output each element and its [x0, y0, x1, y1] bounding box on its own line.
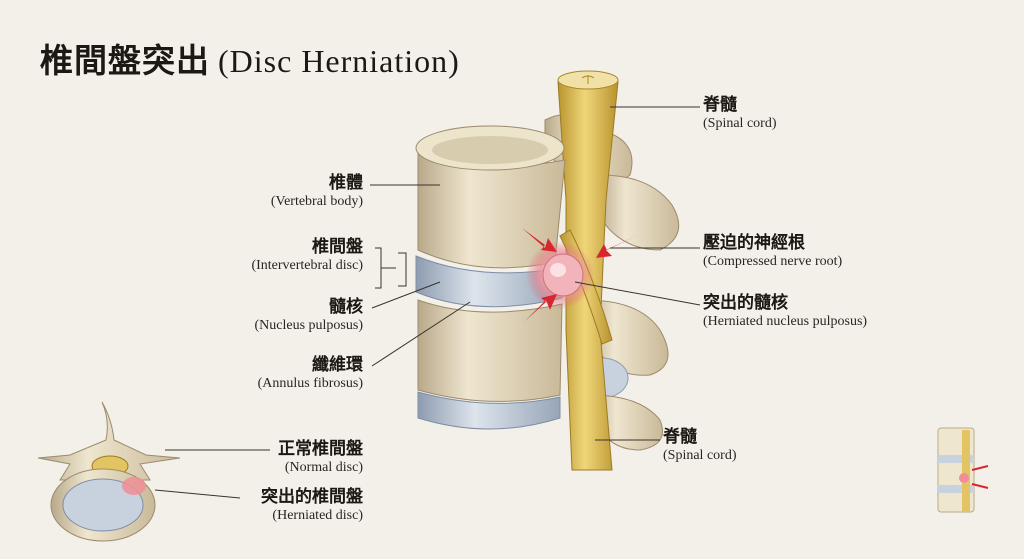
label-text-zh: 髓核 [329, 297, 363, 317]
page-title: 椎間盤突出(Disc Herniation) [40, 34, 460, 82]
label-text-zh: 正常椎間盤 [278, 439, 363, 459]
arrow-icon [524, 294, 557, 322]
label-text-zh: 突出的髓核 [703, 293, 788, 313]
axial-vertebra-inset [37, 401, 181, 542]
label-normal-disc: 正常椎間盤 (Normal disc) [278, 439, 363, 476]
label-spinal-cord-bottom: 脊髓 (Spinal cord) [663, 427, 737, 464]
label-text-en: (Nucleus pulposus) [254, 317, 364, 333]
vertebral-body-upper [415, 125, 566, 269]
label-text-zh: 椎間盤 [312, 237, 363, 257]
label-annulus-fibrosus: 纖維環 (Annulus fibrosus) [257, 355, 363, 392]
label-text-en: (Herniated disc) [272, 507, 363, 523]
title-chinese: 椎間盤突出 [40, 41, 210, 80]
label-text-en: (Normal disc) [284, 459, 363, 475]
label-spinal-cord-top: 脊髓 (Spinal cord) [703, 95, 777, 132]
compression-arrows [522, 228, 638, 322]
arrow-icon [596, 235, 638, 258]
label-herniated-disc: 突出的椎間盤 (Herniated disc) [261, 487, 363, 524]
label-text-zh: 脊髓 [663, 427, 697, 447]
label-text-zh: 椎體 [329, 173, 363, 193]
label-intervertebral-disc: 椎間盤 (Intervertebral disc) [251, 237, 363, 274]
label-text-en: (Annulus fibrosus) [257, 375, 363, 391]
label-text-en: (Compressed nerve root) [703, 253, 843, 269]
label-text-zh: 纖維環 [312, 355, 363, 375]
label-nucleus-pulposus: 髓核 (Nucleus pulposus) [254, 297, 364, 334]
label-compressed-nerve-root: 壓迫的神經根 (Compressed nerve root) [703, 233, 843, 270]
title-english: (Disc Herniation) [218, 43, 460, 79]
vertebral-body-lower [417, 299, 563, 430]
label-text-en: (Herniated nucleus pulposus) [703, 313, 868, 329]
leader-lines [154, 106, 701, 499]
label-text-en: (Spinal cord) [663, 447, 737, 463]
label-text-en: (Spinal cord) [703, 115, 777, 131]
spine-thumbnail [937, 427, 989, 513]
label-text-zh: 壓迫的神經根 [703, 233, 805, 253]
arrow-icon [522, 228, 557, 252]
label-herniated-nucleus: 突出的髓核 (Herniated nucleus pulposus) [703, 293, 868, 330]
label-vertebral-body: 椎體 (Vertebral body) [270, 173, 363, 210]
label-text-en: (Vertebral body) [270, 193, 363, 209]
herniated-nucleus [526, 241, 594, 309]
label-text-en: (Intervertebral disc) [251, 257, 363, 273]
label-text-zh: 脊髓 [703, 95, 737, 115]
label-text-zh: 突出的椎間盤 [261, 487, 363, 507]
